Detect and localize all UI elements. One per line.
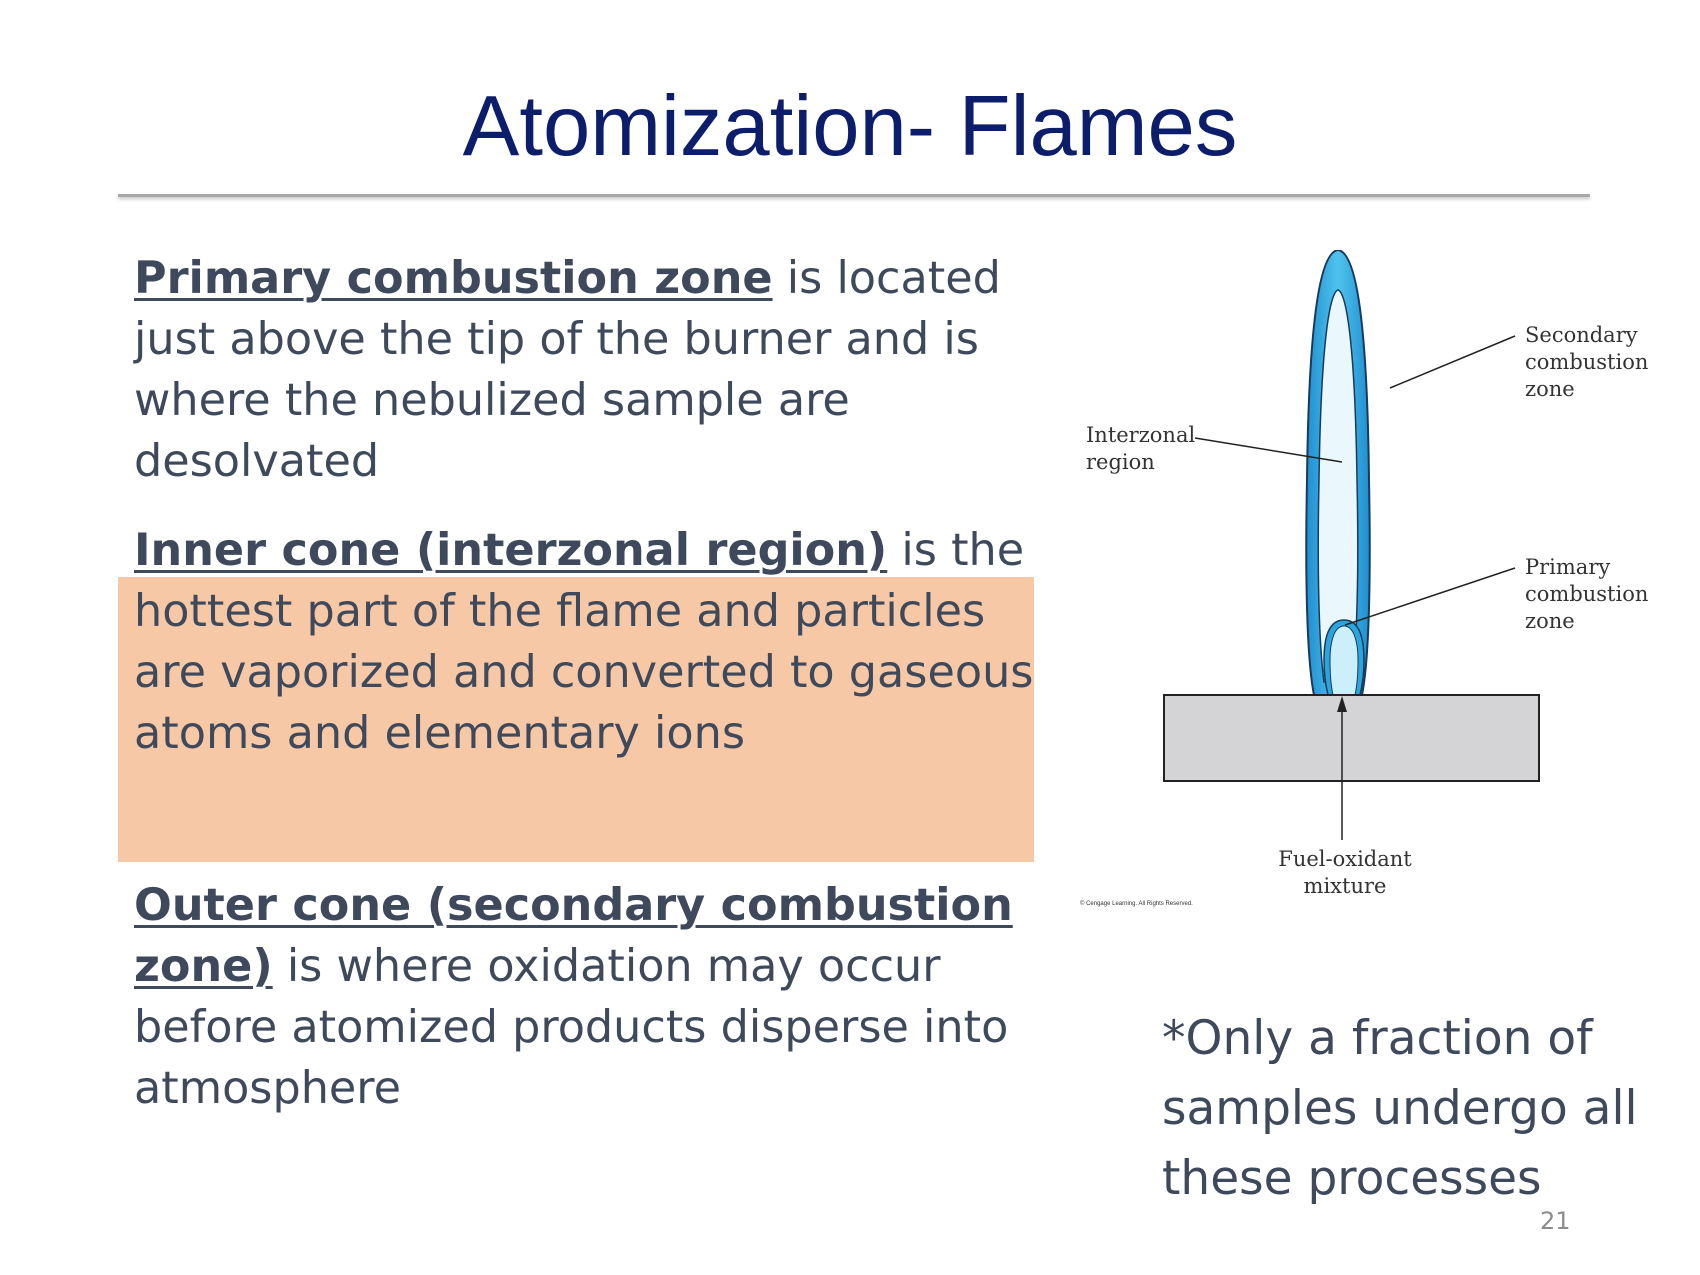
leader-secondary — [1389, 335, 1516, 389]
term-inner-cone: Inner cone (interzonal region) — [134, 525, 888, 576]
label-primary-zone: Primary combustion zone — [1525, 555, 1649, 633]
label-fuel-oxidant: Fuel-oxidant mixture — [1278, 847, 1412, 898]
label-interzonal-region: Interzonal region — [1086, 423, 1196, 474]
highlight-box — [118, 577, 1034, 862]
leader-interzonal — [1194, 437, 1343, 463]
desc-primary-zone: is located just above the tip of the bur… — [134, 253, 1001, 487]
primary-cone-inner — [1329, 625, 1359, 696]
paragraph-outer-cone: Outer cone (secondary combustion zone) i… — [134, 875, 1034, 1119]
flame-drawing — [1163, 250, 1540, 840]
footnote: *Only a fraction of samples undergo all … — [1162, 1011, 1638, 1206]
term-primary-zone: Primary combustion zone — [134, 253, 773, 304]
desc-inner-cone: is the hottest part of the flame and par… — [134, 525, 1034, 759]
flame-diagram: Secondary combustion zone Interzonal reg… — [1060, 250, 1650, 920]
paragraph-inner-cone: Inner cone (interzonal region) is the ho… — [134, 520, 1034, 764]
term-outer-cone: Outer cone (secondary combustion zone) — [134, 880, 1013, 992]
title-divider — [118, 194, 1590, 197]
leader-primary — [1344, 567, 1516, 626]
label-secondary-zone: Secondary combustion zone — [1525, 323, 1649, 401]
paragraph-primary-zone: Primary combustion zone is located just … — [134, 248, 1034, 492]
copyright-text: © Cengage Learning. All Rights Reserved. — [1080, 901, 1193, 907]
fuel-arrow-head — [1337, 696, 1347, 712]
burner-head — [1163, 694, 1540, 782]
page-number: 21 — [1540, 1207, 1571, 1235]
slide-title: Atomization- Flames — [462, 79, 1238, 174]
desc-outer-cone: is where oxidation may occur before atom… — [134, 941, 1009, 1114]
